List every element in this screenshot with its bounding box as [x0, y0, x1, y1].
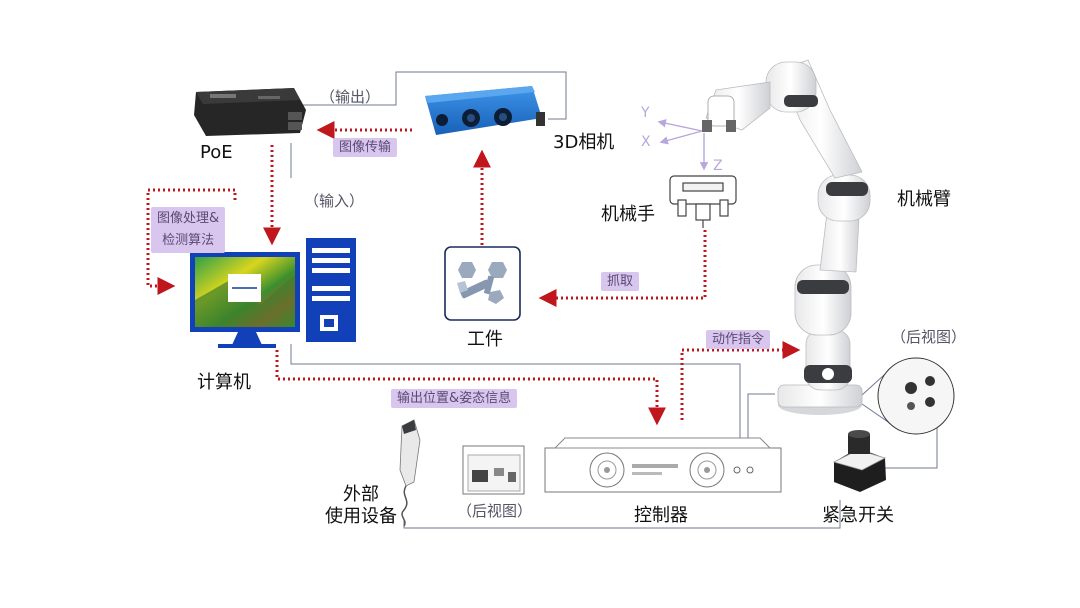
gripper-device [669, 175, 737, 228]
controller-rear-view-label: （后视图） [457, 502, 533, 520]
computer-label: 计算机 [197, 372, 251, 393]
computer-tower [306, 238, 356, 342]
data-flow-arrows [146, 121, 801, 426]
estop-label: 紧急开关 [822, 505, 894, 526]
arm-rear-view-label: （后视图） [891, 328, 967, 346]
arm-label: 机械臂 [897, 189, 951, 210]
connector-lines [290, 71, 938, 529]
external-device-line2: 使用设备 [325, 506, 397, 527]
emergency-stop [832, 430, 887, 492]
axis-y-label: Y [641, 105, 650, 121]
gripper-label: 机械手 [601, 204, 655, 225]
grab-tag: 抓取 [601, 272, 640, 291]
image-processing-line2: 检测算法 [162, 233, 215, 248]
robot-arm [702, 59, 871, 415]
workpiece-box [444, 246, 521, 321]
controller-label: 控制器 [634, 505, 688, 526]
arrow-controller-to-arm [680, 341, 801, 420]
axis-z-label: Z [713, 158, 723, 174]
external-device [399, 419, 421, 527]
input-label: （输入） [304, 192, 365, 210]
external-device-line1: 外部 [343, 484, 379, 505]
coordinate-axes [657, 119, 709, 171]
arm-rear-view [877, 357, 955, 435]
pose-output-tag: 输出位置&姿态信息 [391, 389, 518, 408]
poe-device [194, 88, 306, 136]
image-processing-line1: 图像处理& [157, 211, 220, 226]
poe-label: PoE [200, 142, 233, 163]
computer-monitor [190, 252, 300, 348]
image-transfer-tag: 图像传输 [333, 138, 398, 157]
3d-camera [425, 86, 545, 135]
arrow-processing-loop [146, 188, 237, 295]
arrow-computer-to-controller [275, 350, 666, 426]
output-label: （输出） [320, 88, 381, 106]
motion-command-tag: 动作指令 [706, 330, 771, 349]
image-processing-tag: 图像处理& 检测算法 [151, 207, 226, 253]
controller-unit [544, 437, 782, 493]
controller-rear-view [462, 445, 525, 495]
arrow-gripper-to-workpiece [538, 230, 707, 307]
axis-x-label: X [641, 134, 651, 150]
workpiece-label: 工件 [467, 329, 503, 350]
camera-label: 3D相机 [553, 132, 615, 153]
external-device-label: 外部 使用设备 [325, 484, 397, 528]
